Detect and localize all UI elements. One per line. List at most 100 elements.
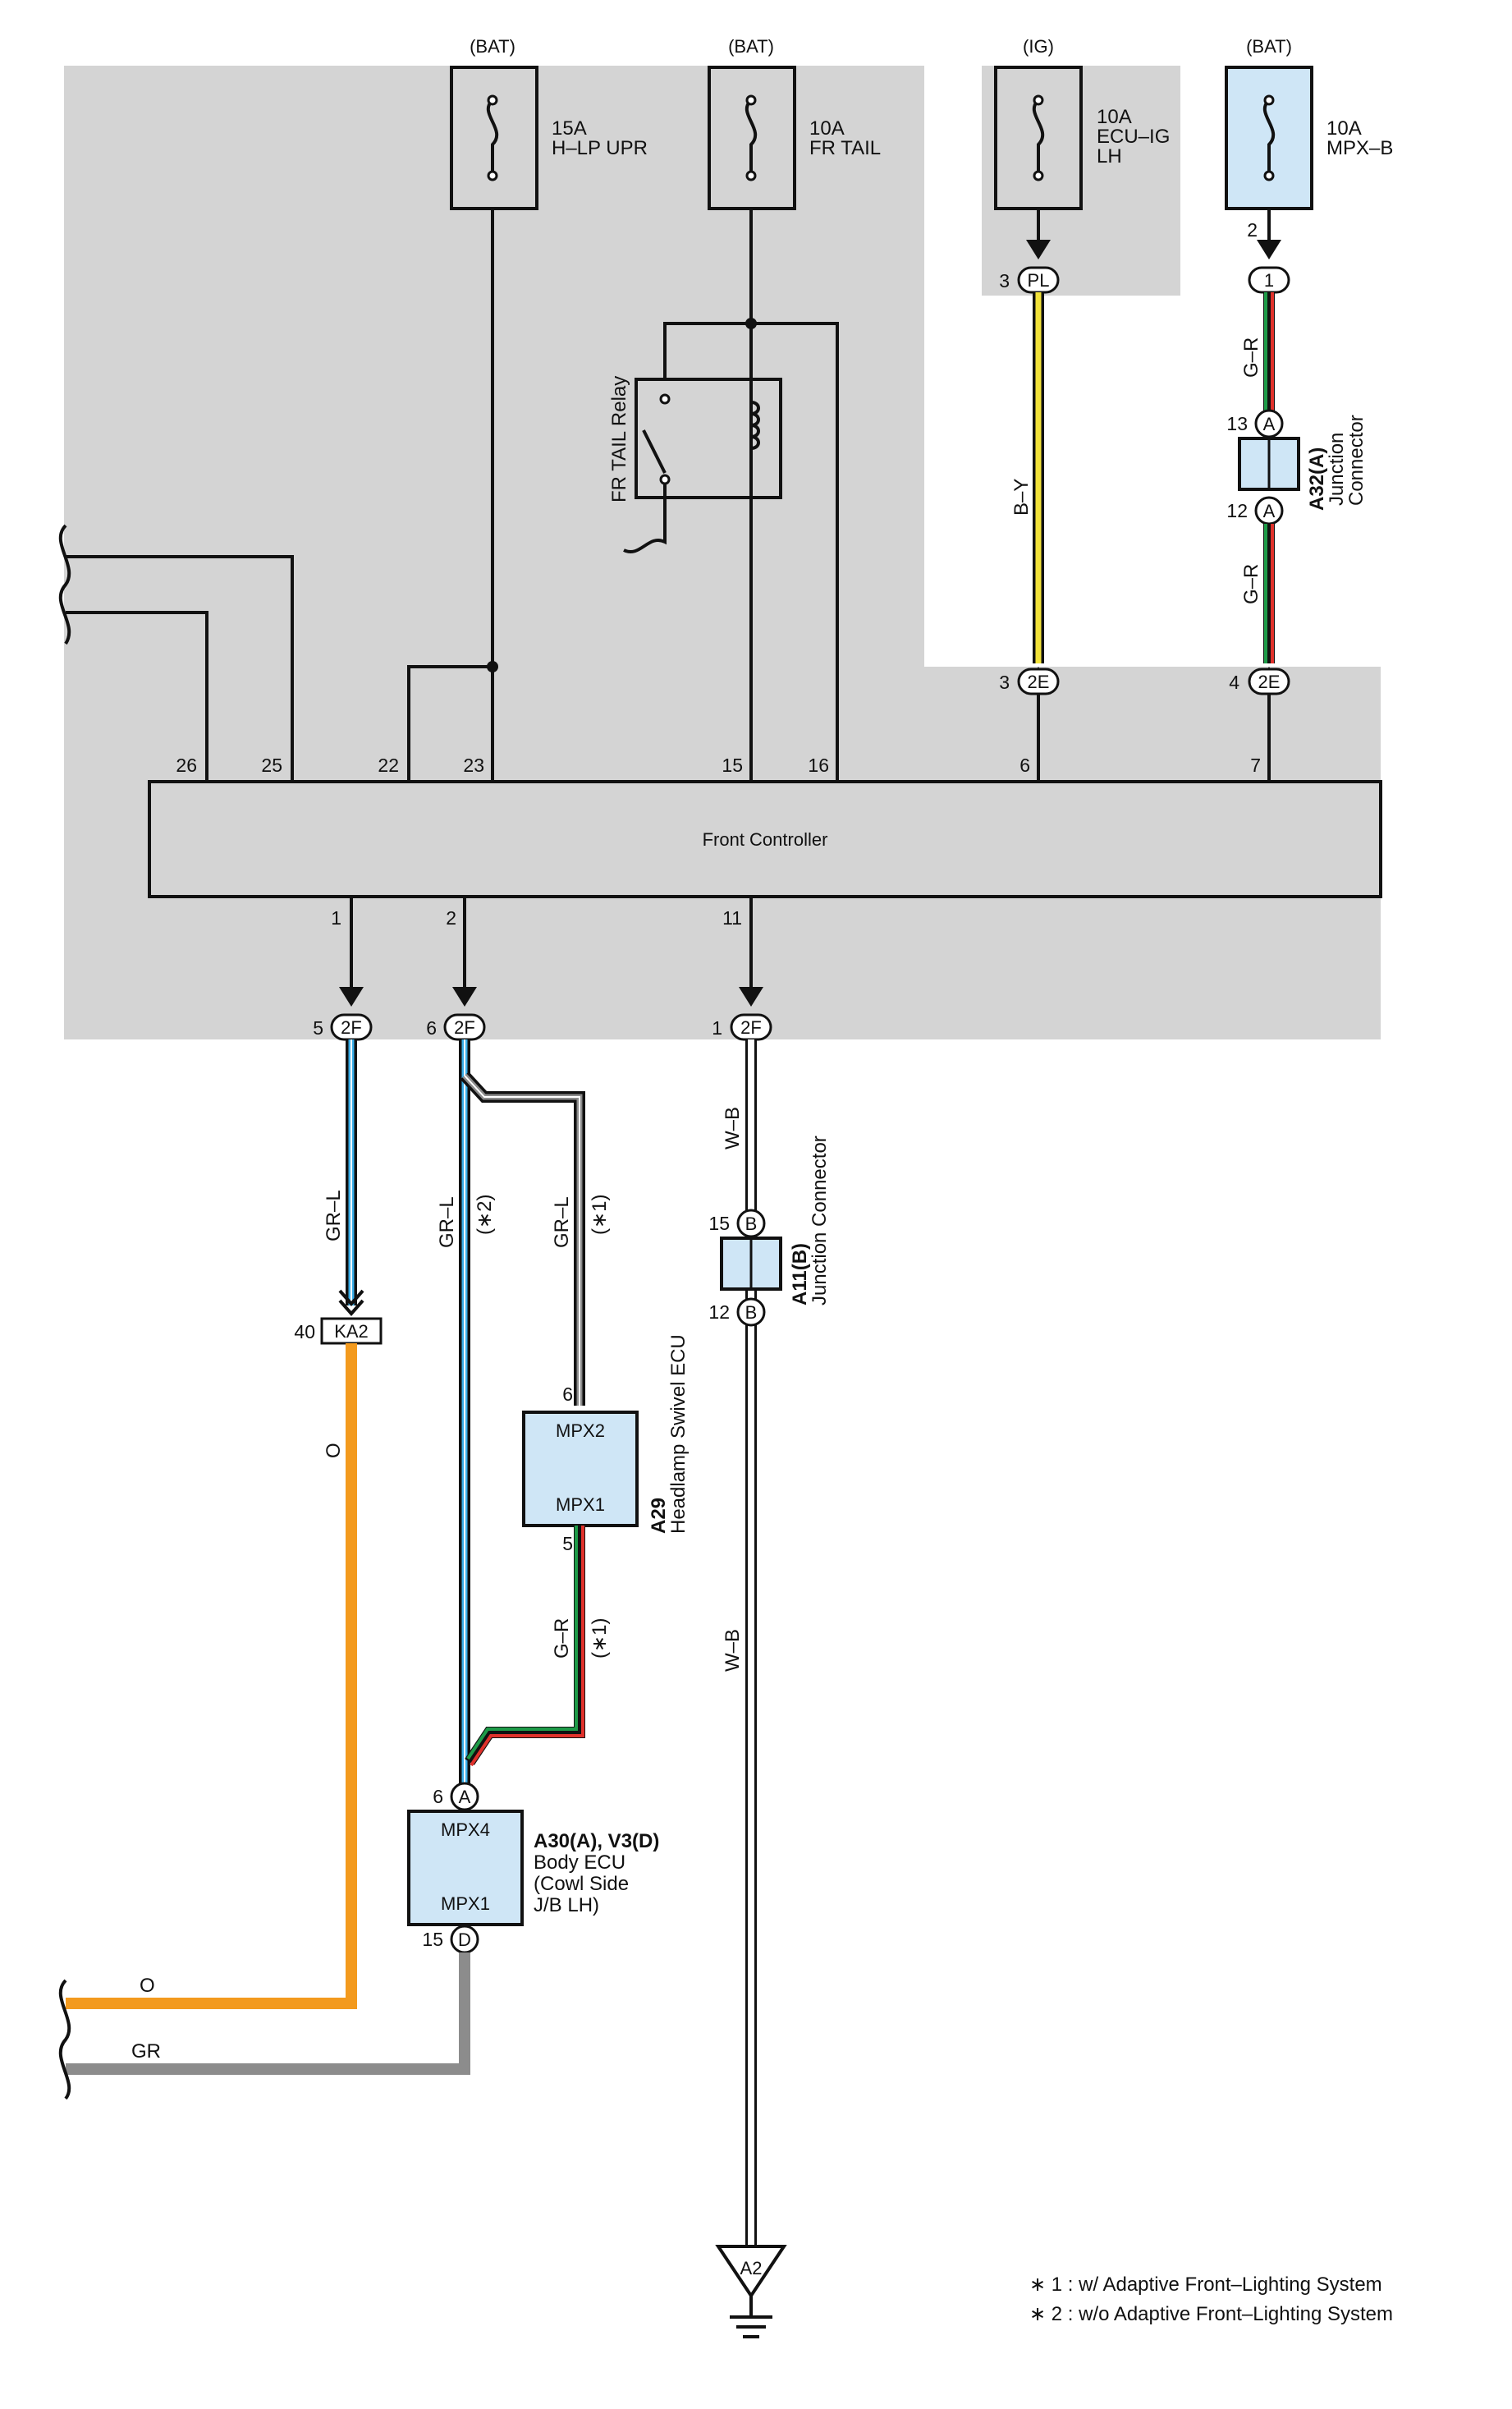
wire-label-grl-b: GR–L	[436, 1196, 458, 1248]
fuse-rating: 15A	[552, 117, 587, 140]
fuse-supply: (BAT)	[1246, 36, 1292, 57]
connector-pin: 40	[294, 1321, 315, 1342]
a30-code: A30(A), V3(D)	[534, 1830, 659, 1852]
a29-port-bot: MPX1	[556, 1494, 605, 1515]
connector-code: A	[1263, 414, 1276, 434]
footnotes: ∗ 1 : w/ Adaptive Front–Lighting System …	[1029, 2274, 1393, 2325]
a30-line3: J/B LH)	[534, 1894, 599, 1916]
fuse-name: ECU–IG	[1097, 126, 1170, 148]
front-controller: Front Controller 26 25 22 23 15 16 6 7 1…	[148, 755, 1382, 929]
a29-pin-bot: 5	[562, 1533, 573, 1554]
fuse-name: H–LP UPR	[552, 137, 648, 159]
controller-pin: 7	[1250, 755, 1261, 776]
fuse-pin: 2	[1247, 219, 1258, 241]
a32-code: A32(A)	[1306, 447, 1328, 511]
mpx-b-circuit: 2 1 G–R A 13 A 12 A32(A) Junction Connec…	[1226, 209, 1368, 782]
connector-code: 2F	[454, 1017, 475, 1038]
note-2: ∗ 2 : w/o Adaptive Front–Lighting System	[1029, 2303, 1393, 2325]
a11-code: A11(B)	[789, 1243, 811, 1305]
wire-note-grl-b: (∗2)	[474, 1195, 496, 1235]
controller-pin: 26	[176, 755, 197, 776]
fuse-name: MPX–B	[1326, 137, 1393, 159]
connector-code: B	[745, 1302, 758, 1323]
connector-code: PL	[1028, 270, 1050, 291]
wire-label-gr-lower: G–R	[551, 1618, 573, 1659]
a29-pin-top: 6	[562, 1383, 573, 1405]
internal-wiring	[58, 209, 839, 782]
a29-line1: Headlamp Swivel ECU	[667, 1334, 690, 1534]
controller-pin: 11	[722, 907, 742, 929]
fuse-supply: (BAT)	[470, 36, 515, 57]
connector-code: A	[1263, 501, 1276, 521]
connector-pin: 3	[999, 672, 1010, 693]
wire-label-gr-horiz: GR	[131, 2040, 161, 2063]
wire-label-o-horiz: O	[140, 1975, 155, 1997]
fuse-ecu-ig-lh: (IG) 10A ECU–IG LH	[994, 36, 1170, 210]
ecu-ig-circuit: PL 3 B–Y 2E 3	[999, 209, 1060, 782]
fuse-h-lp-upr: (BAT) 15A H–LP UPR	[450, 36, 648, 210]
wire-label-gr1: G–R	[1240, 337, 1262, 378]
connector-pin: 15	[422, 1929, 443, 1950]
ground-circuit: W–B B 15 B 12 A11(B) Junction Connector …	[708, 1039, 831, 2338]
controller-pin: 25	[261, 755, 282, 776]
fr-tail-relay: FR TAIL Relay	[608, 376, 782, 553]
controller-pin: 6	[1019, 755, 1030, 776]
fuse-rating: 10A	[1326, 117, 1362, 140]
controller-pin: 23	[463, 755, 484, 776]
a32-line2: Connector	[1345, 415, 1368, 506]
connector-code: 1	[1264, 270, 1274, 291]
a30-line1: Body ECU	[534, 1851, 625, 1874]
fuse-name: FR TAIL	[809, 137, 881, 159]
a29-code: A29	[648, 1498, 670, 1534]
connector-code: 2E	[1258, 672, 1281, 692]
connector-pin: 13	[1226, 413, 1248, 434]
wire-label-by: B–Y	[1010, 479, 1033, 516]
wire-note-grl-c: (∗1)	[589, 1195, 611, 1235]
controller-pin: 22	[378, 755, 399, 776]
wire-note-gr-lower: (∗1)	[589, 1618, 611, 1659]
fuse-mpx-b: (BAT) 10A MPX–B	[1225, 36, 1393, 210]
controller-pin: 15	[722, 755, 743, 776]
connector-code: B	[745, 1214, 758, 1234]
note-1: ∗ 1 : w/ Adaptive Front–Lighting System	[1029, 2274, 1382, 2296]
fuse-fr-tail: (BAT) 10A FR TAIL	[708, 36, 881, 210]
connector-code: 2F	[740, 1017, 762, 1038]
connector-pin: 15	[708, 1213, 730, 1234]
controller-outputs: 2F 5 2F 6 2F 1	[313, 897, 772, 1041]
wire-label-wb2: W–B	[722, 1629, 744, 1672]
controller-label: Front Controller	[703, 829, 828, 850]
controller-pin: 2	[446, 907, 456, 929]
controller-pin: 16	[808, 755, 829, 776]
wire-label-grl-a: GR–L	[323, 1190, 345, 1241]
connector-pin: 6	[433, 1786, 443, 1807]
connector-pin: 1	[712, 1017, 722, 1039]
a29-port-top: MPX2	[556, 1420, 605, 1441]
a30-port-bot: MPX1	[441, 1893, 490, 1914]
connector-pin: 12	[1226, 500, 1248, 521]
body-ecu-circuit: GR–L (∗2) GR–L (∗1) 6 MPX2 MPX1 5 A29 He…	[58, 1039, 690, 2100]
wire-label-gr2: G–R	[1240, 564, 1262, 604]
connector-code: KA2	[334, 1321, 369, 1342]
fuse-rating: 10A	[1097, 106, 1132, 128]
fuse-name-2: LH	[1097, 145, 1122, 167]
ka2-circuit: GR–L KA2 40 O O	[66, 1039, 383, 2009]
a30-port-top: MPX4	[441, 1819, 490, 1840]
connector-code: 2F	[341, 1017, 362, 1038]
ground-code: A2	[740, 2258, 763, 2278]
connector-pin: 6	[426, 1017, 437, 1039]
wire-label-wb1: W–B	[722, 1107, 744, 1149]
connector-code: A	[459, 1787, 471, 1807]
connector-pin: 5	[313, 1017, 323, 1039]
connector-pin: 12	[708, 1301, 730, 1323]
fuse-supply: (BAT)	[728, 36, 774, 57]
connector-code: 2E	[1028, 672, 1050, 692]
fuse-rating: 10A	[809, 117, 845, 140]
a11-line1: Junction Connector	[809, 1136, 831, 1305]
controller-pin: 1	[331, 907, 341, 929]
fuse-supply: (IG)	[1023, 36, 1054, 57]
a32-line1: Junction	[1326, 433, 1348, 506]
a30-line2: (Cowl Side	[534, 1873, 629, 1895]
connector-code: D	[458, 1929, 471, 1950]
